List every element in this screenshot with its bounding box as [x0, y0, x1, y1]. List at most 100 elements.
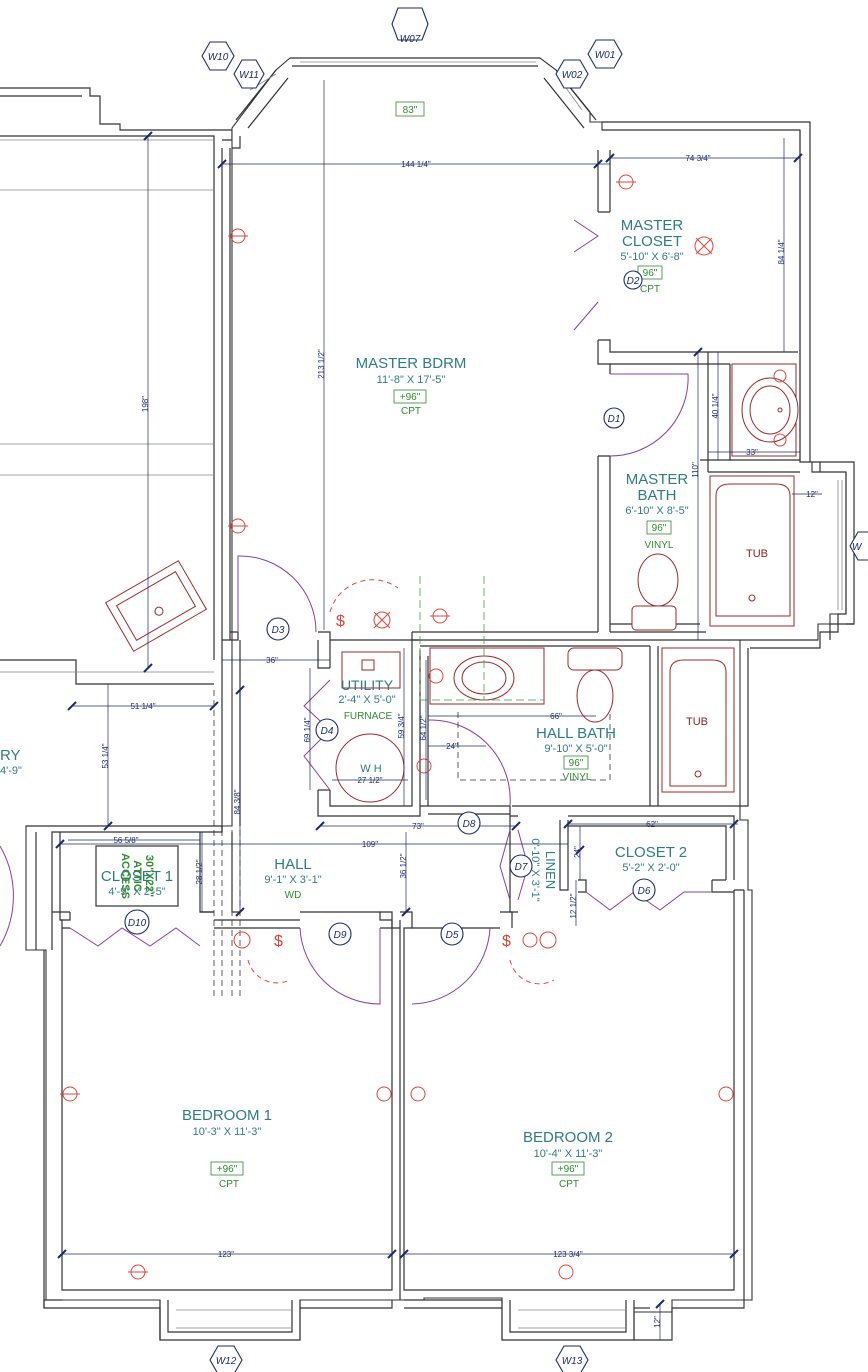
door-tag-d10: D10	[124, 909, 150, 935]
bay-ceiling: 83"	[403, 105, 418, 116]
window-tag-w-edge: W	[849, 531, 868, 561]
dim-closet1-width: 56 5/8"	[113, 836, 138, 845]
water-heater-label: W H	[360, 763, 381, 775]
master-bdrm-dims: 11'-8" X 17'-5"	[377, 374, 446, 386]
hall-bath-name: HALL BATH	[536, 725, 616, 742]
dim-window-recess: 12"	[806, 490, 818, 499]
dim-closet2-depth: 24"	[573, 846, 582, 858]
master-toilet-tank	[631, 605, 677, 631]
closet1-dims: 4'-9" X 2'-5"	[108, 886, 165, 898]
linen-dims: 0'-10" X 3'-1"	[529, 838, 541, 901]
door-tag-d9: D9	[328, 922, 352, 946]
switch-arc	[247, 959, 291, 984]
hall-toilet-tank	[567, 647, 623, 671]
bedroom2-dims: 10'-4" X 11'-3"	[534, 1148, 603, 1160]
dimension-labels: 144 1/4" 74 3/4" 84 1/4" 213 1/2" 198" 4…	[101, 154, 818, 1328]
dim-hall-length: 109"	[362, 840, 378, 849]
doors	[0, 219, 712, 1005]
svg-text:ATTIC: ATTIC	[131, 860, 143, 892]
attic-access-box	[95, 845, 179, 907]
electrical-symbols: $ $ $	[60, 174, 787, 1280]
master-bdrm-name: MASTER BDRM	[356, 355, 467, 372]
hall-bath-dims: 9'-10" X 5'-0"	[544, 743, 607, 755]
laundry-sink-icon	[104, 560, 208, 652]
master-bath-floor: VINYL	[645, 540, 674, 551]
bedroom2-floor: CPT	[559, 1179, 579, 1190]
dim-hall-bath-side: 64 1/2"	[419, 715, 428, 740]
partial-door-swing	[0, 845, 14, 947]
master-bath-ceiling: 96"	[652, 523, 667, 534]
svg-text:D10: D10	[128, 918, 147, 929]
switch-icon: $	[502, 933, 511, 950]
closet2-name: CLOSET 2	[615, 844, 687, 861]
svg-text:D2: D2	[627, 276, 640, 287]
door-d9-swing	[299, 927, 381, 1005]
window-tag-w10: W10	[201, 41, 235, 71]
svg-text:W13: W13	[562, 1356, 583, 1367]
svg-text:D7: D7	[515, 862, 528, 873]
hall-dims: 9'-1" X 3'-1"	[264, 874, 321, 886]
closet1-bifold-door	[69, 927, 201, 947]
dim-utility-depth: 69 1/4"	[303, 717, 312, 742]
door-tag-d2: D2	[623, 270, 643, 290]
master-closet-dims: 5'-10" X 6'-8"	[620, 251, 683, 263]
fixtures: TUB TUB W H	[95, 363, 799, 907]
dim-master-bath-depth: 110"	[691, 462, 700, 478]
dim-sink-depth: 40 1/4"	[711, 393, 720, 418]
svg-text:W11: W11	[239, 70, 259, 81]
hall-toilet-icon	[576, 669, 614, 723]
door-d3-swing	[237, 555, 317, 633]
dim-utility-bath-width: 73"	[412, 822, 424, 831]
outlet-icon	[60, 174, 787, 1280]
bedroom1-name: BEDROOM 1	[182, 1107, 272, 1124]
dim-closet-width: 74 3/4"	[685, 154, 710, 163]
svg-text:W10: W10	[208, 52, 229, 63]
switch-icon: $	[274, 933, 283, 950]
svg-text:D1: D1	[608, 414, 621, 425]
dim-bedroom1-width: 123"	[218, 1250, 234, 1259]
closet-bifold-door	[573, 219, 599, 331]
dim-water-heater: 27 1/2"	[357, 776, 382, 785]
door-tag-d1: D1	[603, 407, 625, 429]
dim-utility-inner: 59 3/4"	[397, 713, 406, 738]
bedroom2-name: BEDROOM 2	[523, 1129, 613, 1146]
dimension-lines	[55, 80, 822, 1340]
svg-text:D6: D6	[638, 886, 651, 897]
svg-text:ACCESS: ACCESS	[119, 853, 131, 899]
attic-access-label: 30"X22" ATTIC ACCESS	[119, 853, 155, 899]
svg-text:W01: W01	[595, 50, 616, 61]
window-tag-w13: W13	[555, 1345, 589, 1372]
svg-text:D3: D3	[272, 625, 285, 636]
closet2-dims: 5'-2" X 2'-0"	[622, 862, 679, 874]
dim-bottom-recess: 12"	[653, 1316, 662, 1328]
master-bdrm-ceiling: +96"	[400, 392, 421, 403]
dim-sink-width: 33"	[746, 448, 758, 457]
window-tag-w12: W12	[209, 1345, 243, 1372]
window-tag-w02: W02	[555, 59, 589, 89]
svg-text:D4: D4	[321, 726, 334, 737]
dim-closet-depth: 84 1/4"	[777, 239, 786, 264]
master-closet-name2: CLOSET	[622, 233, 682, 250]
dim-master-width: 144 1/4"	[401, 160, 431, 169]
hall-name: HALL	[274, 856, 312, 873]
svg-text:D9: D9	[334, 930, 347, 941]
window-tag-w01: W01	[587, 39, 623, 69]
master-bdrm-floor: CPT	[401, 406, 421, 417]
door-tags: D1 D2 D3 D4 D5 D6 D7 D8 D9 D10	[124, 270, 656, 946]
utility-name: UTILITY	[341, 677, 394, 693]
dim-closet2-wall: 12 1/2"	[569, 893, 578, 918]
master-closet-ceiling: 96"	[643, 268, 658, 279]
window-tags: W07 W10 W11 W01 W02 W12 W13 W	[201, 7, 868, 1372]
master-bath-name2: BATH	[638, 487, 677, 504]
master-toilet-icon	[637, 553, 679, 607]
dim-hall-side: 84 3/8"	[233, 789, 242, 814]
svg-text:W12: W12	[216, 1356, 237, 1367]
tub1-label: TUB	[746, 548, 768, 560]
dim-left-width: 51 1/4"	[130, 702, 155, 711]
hall-bath-floor: VINYL	[563, 772, 592, 783]
window-tag-w11: W11	[233, 59, 265, 89]
bedroom1-floor: CPT	[219, 1179, 239, 1190]
switch-icon: $	[336, 613, 345, 630]
dim-door-width: 24"	[446, 742, 458, 751]
